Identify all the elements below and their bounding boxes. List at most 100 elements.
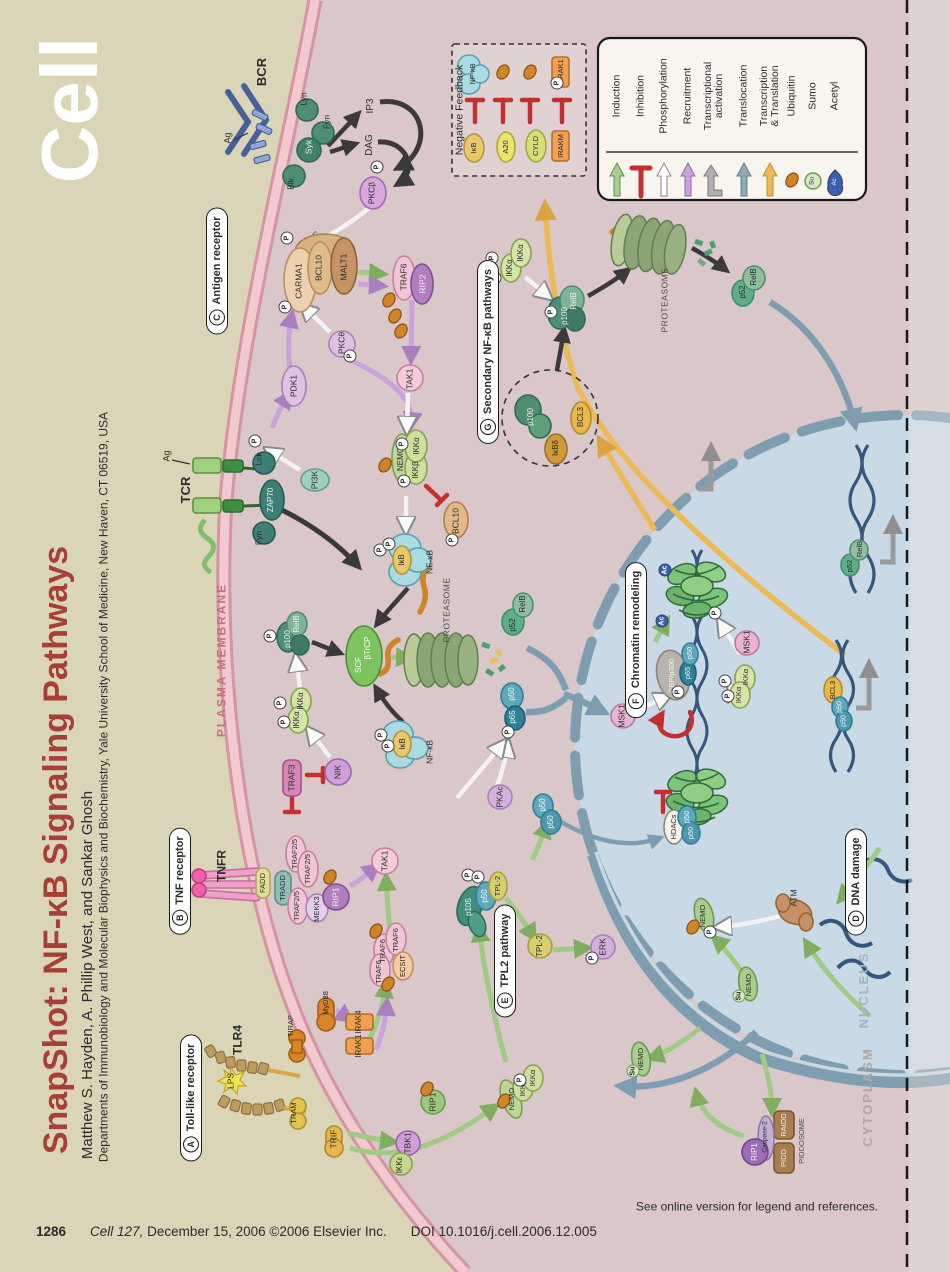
transcription-translation-arrows bbox=[534, 198, 847, 658]
irakm bbox=[551, 130, 570, 162]
pkac-label: PKAc bbox=[494, 786, 505, 808]
tram bbox=[289, 1097, 307, 1130]
a20 bbox=[496, 131, 516, 163]
legend-box bbox=[596, 36, 868, 202]
p52-dna-label: p52 bbox=[845, 559, 855, 573]
piddosome-label: PIDDOSOME bbox=[797, 1118, 807, 1164]
malt1 bbox=[330, 237, 358, 295]
tbk1-label: TBK1 bbox=[402, 1132, 413, 1154]
nemo-btm-label: NEMO bbox=[507, 1087, 517, 1111]
lck bbox=[252, 451, 276, 475]
traf6-rip2-label: TRAF6 bbox=[398, 263, 409, 291]
pidd-label: PIDD bbox=[779, 1149, 789, 1167]
phospho-badge-12: P bbox=[277, 715, 291, 729]
recruitment-icon bbox=[680, 161, 696, 197]
translocation-icon bbox=[736, 161, 752, 197]
ikk-epsilon bbox=[389, 1152, 413, 1176]
phospho-badge-22: P bbox=[585, 951, 599, 965]
carma1-label: CARMA1 bbox=[293, 263, 304, 299]
nfkb-feedback-blob bbox=[457, 54, 490, 95]
su-badge-30: Su bbox=[626, 1064, 640, 1078]
rip1-tnf-label: RIP1 bbox=[330, 887, 341, 907]
trif-label: TRIF bbox=[328, 1129, 339, 1149]
p50-cyt-label: p50 bbox=[506, 687, 516, 701]
lyn bbox=[295, 98, 319, 122]
p50p50-cyt2-label: p50 bbox=[545, 815, 555, 829]
p52-relb-processed bbox=[731, 265, 766, 307]
nfkb-feedback-label: NF-κB bbox=[468, 63, 478, 85]
phospho-badge-11: P bbox=[273, 696, 287, 710]
phospho-badge-24: P bbox=[718, 674, 732, 688]
nemo-dnadamage-label: NEMO bbox=[698, 904, 708, 928]
tak1-top bbox=[396, 364, 424, 392]
dag-label: DAG bbox=[363, 134, 375, 156]
pi3k-label: PI3K bbox=[309, 470, 320, 490]
rip1-pidd-label: RIP1 bbox=[749, 1143, 759, 1161]
legend-label-6: Transcription& Translation bbox=[757, 65, 781, 127]
transcription-translation-icon bbox=[762, 161, 778, 197]
tpl2-free bbox=[527, 933, 553, 959]
translocation-arrows bbox=[525, 299, 863, 1100]
phospho-badge-5: P bbox=[397, 474, 411, 488]
acetyl-legend-label: Ac bbox=[831, 178, 838, 186]
blk-label: Blk bbox=[285, 178, 296, 190]
btrcp-label: βTrCP bbox=[362, 636, 372, 660]
footer: 1286 Cell 127, December 15, 2006 ©2006 E… bbox=[36, 1224, 597, 1239]
p50-p50-cyt bbox=[532, 793, 562, 835]
syk-label: Syk bbox=[303, 139, 314, 155]
sumo-icon bbox=[804, 172, 822, 190]
citation: Cell 127, December 15, 2006 ©2006 Elsevi… bbox=[90, 1224, 387, 1239]
relb-sec-label: RelB bbox=[568, 292, 578, 310]
legend-label-3: Recruitment bbox=[681, 67, 694, 125]
cyld bbox=[525, 129, 547, 163]
ac-badge-31: Ac bbox=[658, 563, 672, 577]
p52-proc-label: p52 bbox=[737, 285, 747, 299]
syk bbox=[296, 137, 322, 163]
phosphorylation-icon bbox=[656, 161, 672, 197]
traf6-3-label: TRAF6 bbox=[374, 960, 384, 984]
relb-dna-label: RelB bbox=[855, 540, 865, 558]
p65-nuc-label: p65 bbox=[683, 666, 693, 680]
proteasome-central-label: PROTEASOME bbox=[441, 577, 452, 643]
pi3k bbox=[300, 468, 330, 492]
phospho-badge-4: P bbox=[395, 437, 409, 451]
relb-left-label: RelB bbox=[291, 615, 301, 633]
pkac bbox=[487, 784, 513, 810]
tradd-label: TRADD bbox=[278, 875, 288, 901]
fyn-tcr bbox=[252, 521, 276, 545]
relb-cyt-label: RelB bbox=[517, 595, 527, 613]
ip3-label: IP3 bbox=[364, 98, 376, 114]
rip1-tnf bbox=[322, 883, 350, 911]
phospho-badge-21: P bbox=[513, 1073, 527, 1087]
nik-label: NIK bbox=[332, 764, 343, 780]
zap70 bbox=[259, 479, 285, 521]
p65-cyt-label: p65 bbox=[507, 710, 517, 724]
ikkalpha-left2-label: IKKα bbox=[291, 711, 301, 729]
p105-label: p105 bbox=[463, 898, 473, 916]
induction-icon bbox=[609, 161, 625, 197]
nucleus-label: NUCLEUS bbox=[856, 951, 872, 1029]
ikb-delta bbox=[544, 433, 568, 465]
negative-feedback-title: Negative Feedback bbox=[453, 64, 466, 156]
traf6-c3 bbox=[369, 953, 391, 987]
pidd bbox=[773, 1142, 795, 1174]
lck-label: Lck bbox=[253, 452, 264, 466]
cell-logo: Cell bbox=[25, 36, 114, 184]
ikkalpha-btm-label: IKKα bbox=[528, 1069, 538, 1087]
legend-label-5: Translocation bbox=[737, 64, 750, 128]
phospho-badge-10: P bbox=[263, 629, 277, 643]
bcl3-induced bbox=[570, 401, 592, 435]
p100-relb-left bbox=[276, 611, 310, 656]
traf3 bbox=[282, 759, 302, 797]
phospho-badge-15: P bbox=[544, 305, 558, 319]
relb-proc-label: RelB bbox=[748, 268, 758, 286]
lps bbox=[216, 1066, 248, 1096]
pkcbeta-label: PKCβ bbox=[366, 181, 377, 205]
tcr-receptor bbox=[171, 457, 273, 575]
p50-hdac2 bbox=[681, 821, 701, 845]
feedback-inhibition-tbars bbox=[464, 97, 573, 125]
